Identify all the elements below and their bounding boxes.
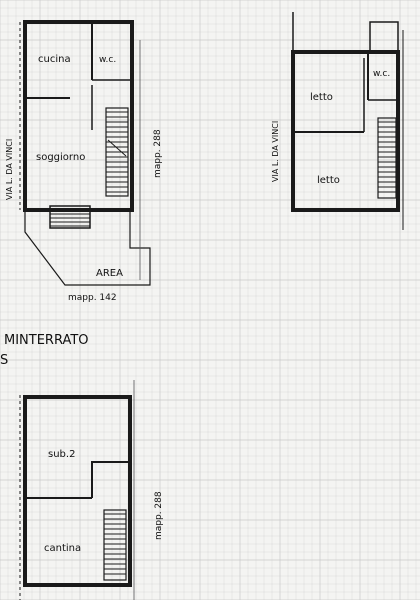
room-label-first-wc: w.c. bbox=[373, 69, 390, 79]
basement-plan: MINTERRATO S sub.2 cantina mapp. 288 bbox=[0, 333, 164, 600]
first-floor-plan: letto w.c. letto VIA L. DA VINCI bbox=[271, 12, 404, 230]
ground-floor-plan: cucina w.c. soggiorno AREA mapp. 142 map… bbox=[5, 20, 163, 303]
first-floor-balcony bbox=[292, 12, 399, 53]
outdoor-area-outline bbox=[24, 210, 151, 286]
room-label-wc: w.c. bbox=[99, 55, 116, 65]
basement-staircase bbox=[103, 509, 127, 581]
room-label-cellar: cantina bbox=[44, 543, 81, 554]
basement-stair-wall bbox=[91, 461, 128, 498]
entry-steps bbox=[49, 205, 91, 229]
room-label-bedroom-2: letto bbox=[317, 175, 340, 186]
basement-title: MINTERRATO bbox=[4, 333, 89, 348]
parcel-area-label: mapp. 142 bbox=[68, 293, 117, 303]
basement-outer-wall bbox=[23, 395, 132, 587]
area-label: AREA bbox=[96, 268, 123, 279]
ground-floor-staircase bbox=[105, 107, 129, 197]
room-label-kitchen: cucina bbox=[38, 54, 71, 65]
room-label-living: soggiorno bbox=[36, 152, 85, 163]
first-floor-staircase bbox=[377, 117, 397, 199]
room-label-sub: sub.2 bbox=[48, 449, 75, 460]
parcel-label-ground: mapp. 288 bbox=[153, 129, 163, 178]
street-label-ground: VIA L. DA VINCI bbox=[5, 139, 14, 200]
street-label-first: VIA L. DA VINCI bbox=[271, 121, 280, 182]
parcel-label-basement: mapp. 288 bbox=[154, 491, 164, 540]
basement-side-mark: S bbox=[0, 353, 8, 368]
room-label-bedroom-1: letto bbox=[310, 92, 333, 103]
